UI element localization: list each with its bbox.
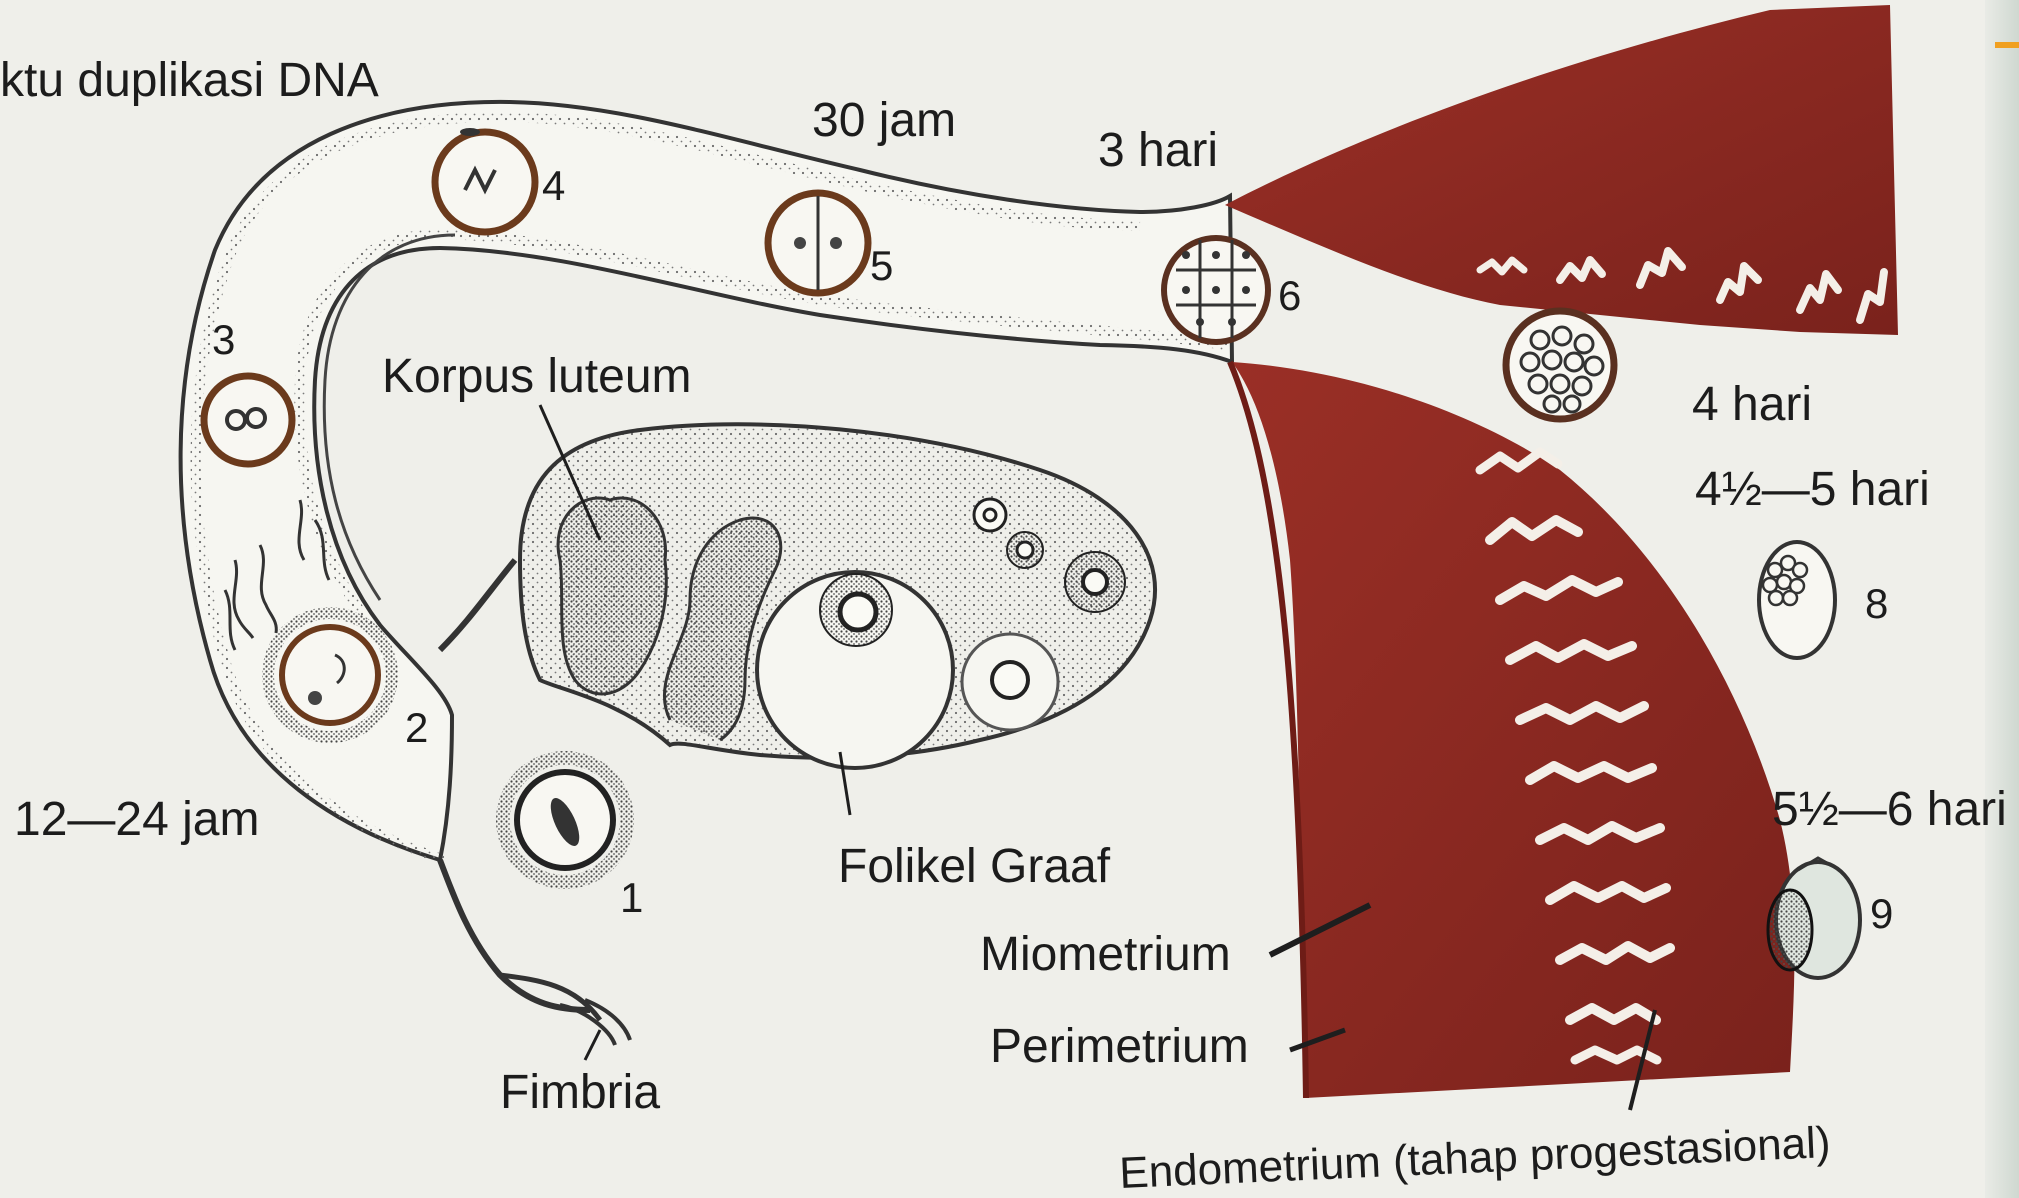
ovary [520, 424, 1155, 768]
label-miometrium: Miometrium [980, 928, 1231, 981]
stage-label-2: 2 [405, 704, 428, 751]
time-4-5-hari: 4½—5 hari [1695, 463, 1930, 516]
stage-6-morula [1164, 238, 1268, 342]
accent-tick [1995, 42, 2019, 48]
stage-label-6: 6 [1278, 272, 1301, 319]
stage-5-two-cell [768, 193, 868, 293]
stage-2-fertilized-ovum [268, 613, 392, 737]
time-3-hari: 3 hari [1098, 124, 1218, 177]
label-fimbria: Fimbria [500, 1066, 660, 1119]
stage-label-4: 4 [542, 162, 565, 209]
time-30-jam: 30 jam [812, 94, 956, 147]
label-perimetrium: Perimetrium [990, 1020, 1249, 1073]
label-korpus-luteum: Korpus luteum [382, 350, 692, 403]
time-12-24-jam: 12—24 jam [14, 793, 259, 846]
stage-label-5: 5 [870, 242, 893, 289]
time-5-6-hari: 5½—6 hari [1772, 783, 2007, 836]
stage-label-3: 3 [212, 316, 235, 363]
header-text: ktu duplikasi DNA [0, 54, 379, 107]
time-4-hari: 4 hari [1692, 378, 1812, 431]
stage-label-9: 9 [1870, 890, 1893, 937]
fimbria [440, 860, 630, 1045]
label-folikel-graaf: Folikel Graaf [838, 840, 1111, 893]
stage-4-zygote [435, 128, 535, 232]
label-endometrium: Endometrium (tahap progestasional) [1118, 1118, 1831, 1198]
stage-8-blastocyst [1759, 542, 1835, 658]
page-edge [1985, 0, 2019, 1198]
stage-3-pronuclei [204, 376, 292, 464]
stage-1-oocyte [503, 758, 627, 882]
stage-label-8: 8 [1865, 580, 1888, 627]
stage-label-1: 1 [620, 874, 643, 921]
stage-7-morula-in-uterus [1506, 311, 1614, 419]
